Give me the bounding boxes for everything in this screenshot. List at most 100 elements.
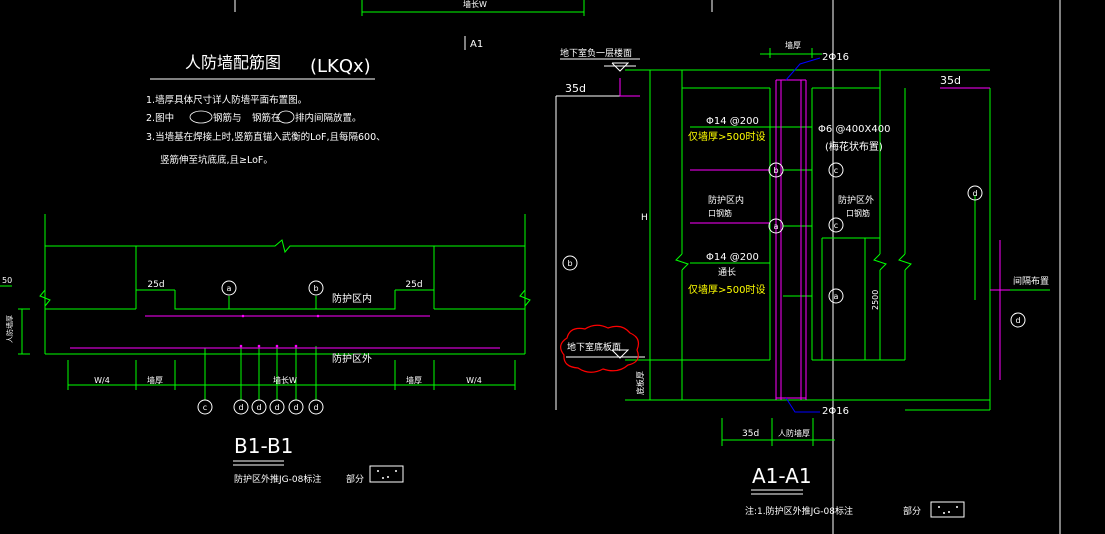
b1-callout-d2 <box>251 399 267 415</box>
top-header <box>234 0 1061 534</box>
b1-bottom-dim-1: W/4 <box>94 376 110 385</box>
b1-note: 防护区外推JG-08标注 <box>234 473 321 485</box>
a1-floor-thick: 底板厚 <box>635 371 645 395</box>
a1-callout-a-mid <box>768 218 784 234</box>
notes-block: 1.墙厚具体尺寸详人防墙平面布置图。 2.图中 钢筋与 钢筋在 排内间隔放置。 … <box>146 94 386 166</box>
note-1: 1.墙厚具体尺寸详人防墙平面布置图。 <box>146 94 307 106</box>
b1-dim-25d-right: 25d <box>405 280 422 290</box>
drawing-title: 人防墙配筋图 <box>185 53 281 72</box>
svg-text:c: c <box>834 221 838 230</box>
a1-bottom-dim-wall: 人防墙厚 <box>778 428 810 438</box>
svg-text:d: d <box>972 189 977 198</box>
b1-callout-d5 <box>308 399 324 415</box>
a1-tie-note: (梅花状布置) <box>825 140 883 153</box>
svg-text:b: b <box>773 166 778 175</box>
svg-text:d: d <box>274 403 279 412</box>
b1-callout-d1 <box>233 399 249 415</box>
b1-callout-d3 <box>269 399 285 415</box>
a1-bar2: Φ14 @200 <box>706 252 759 263</box>
a1-bottom-leader <box>566 349 645 359</box>
svg-text:b: b <box>313 284 318 293</box>
note-2b: 钢筋与 <box>213 112 242 124</box>
b1-bottom-dim-4: 墙厚 <box>406 375 422 385</box>
b1-callout-a <box>221 280 237 296</box>
section-mark: A1 <box>470 39 483 50</box>
a1-callout-b-mid <box>768 162 784 178</box>
a1-h-dim: H <box>641 213 648 223</box>
b1-label-inside: 防护区内 <box>332 292 372 305</box>
a1-left-35d: 35d <box>565 82 586 95</box>
a1-inside-sub: 口钢筋 <box>708 208 732 218</box>
b1-dots <box>239 314 320 348</box>
b1-callout-d4 <box>288 399 304 415</box>
note-circle-a <box>189 110 213 124</box>
a1-callouts: b d b a c c a d d <box>562 162 1026 328</box>
a1-outside-sub: 口钢筋 <box>846 208 870 218</box>
a1-bottom-dim-35d: 35d <box>742 429 759 439</box>
a1-top-bar: 2Φ16 <box>822 52 849 63</box>
note-circle-b <box>277 110 295 124</box>
a1-bar1: Φ14 @200 <box>706 116 759 127</box>
a1-tie: Φ6 @400X400 <box>818 124 890 135</box>
a1-blue-marks <box>785 57 821 413</box>
a1-callout-d-right <box>967 185 983 201</box>
a1-bottom-bar: 2Φ16 <box>822 406 849 417</box>
svg-text:a: a <box>227 284 232 293</box>
a1-rebar <box>619 78 1010 400</box>
note-2c: 钢筋在 <box>252 112 281 124</box>
b1-section <box>0 214 531 400</box>
svg-text:a: a <box>834 292 839 301</box>
b1-callout-b <box>308 280 324 296</box>
a1-dim-2500: 2500 <box>871 290 880 310</box>
svg-text:c: c <box>834 166 838 175</box>
b1-dim-25d-left: 25d <box>147 280 164 290</box>
a1-top-width: 墙厚 <box>785 40 801 50</box>
a1-top-leader <box>560 58 640 72</box>
a1-spacing: 间隔布置 <box>1013 275 1049 287</box>
a1-left-dim <box>555 95 620 410</box>
a1-top-note: 地下室负一层楼面 <box>560 47 632 59</box>
a1-bar1-note: 仅墙厚>500时设 <box>688 130 765 143</box>
note-2a: 2.图中 <box>146 112 174 124</box>
note-2d: 排内间隔放置。 <box>295 112 362 124</box>
top-dim-label: 墙长W <box>463 0 487 9</box>
svg-text:d: d <box>238 403 243 412</box>
a1-right-35d: 35d <box>940 74 961 87</box>
a1-bar2-sub: 通长 <box>718 266 736 278</box>
a1-callout-d-far <box>1010 312 1026 328</box>
b1-label-outside: 防护区外 <box>332 352 372 365</box>
svg-text:d: d <box>1015 316 1020 325</box>
note-3b: 竖筋伸至坑底底,且≥LoF。 <box>160 154 273 166</box>
b1-bottom-dim-5: W/4 <box>466 376 482 385</box>
b1-rebar <box>70 315 500 349</box>
b1-symbol-label: 部分 <box>346 473 364 485</box>
b1-hatch-symbol <box>369 465 404 483</box>
b1-callouts: a b c d d d d d <box>197 280 324 415</box>
svg-text:b: b <box>567 259 572 268</box>
a1-inside: 防护区内 <box>708 194 744 206</box>
top-dimension <box>361 0 585 16</box>
b1-title: B1-B1 <box>234 434 293 458</box>
a1-callout-c-right2 <box>828 217 844 233</box>
b1-wall-thick: 人防墙厚 <box>5 315 14 343</box>
a1-note: 注:1.防护区外推JG-08标注 <box>745 505 853 517</box>
a1-symbol-label: 部分 <box>903 505 921 517</box>
b1-bottom-dim-2: 墙厚 <box>147 375 163 385</box>
a1-callout-b-left <box>562 255 578 271</box>
drawing-code: (LKQx) <box>310 56 371 77</box>
a1-bottom-note: 地下室底板面 <box>567 341 621 353</box>
a1-bar2-note: 仅墙厚>500时设 <box>688 283 765 296</box>
revision-cloud <box>560 324 640 373</box>
svg-text:d: d <box>256 403 261 412</box>
a1-hatch-symbol <box>930 501 965 518</box>
b1-callout-c <box>197 399 213 415</box>
b1-left-50: 50 <box>2 276 12 285</box>
a1-title: A1-A1 <box>752 464 812 488</box>
b1-bottom-dim-3: 墙长W <box>273 375 297 385</box>
a1-callout-c-right <box>828 162 844 178</box>
svg-text:d: d <box>293 403 298 412</box>
svg-text:a: a <box>774 222 779 231</box>
svg-text:c: c <box>203 403 207 412</box>
